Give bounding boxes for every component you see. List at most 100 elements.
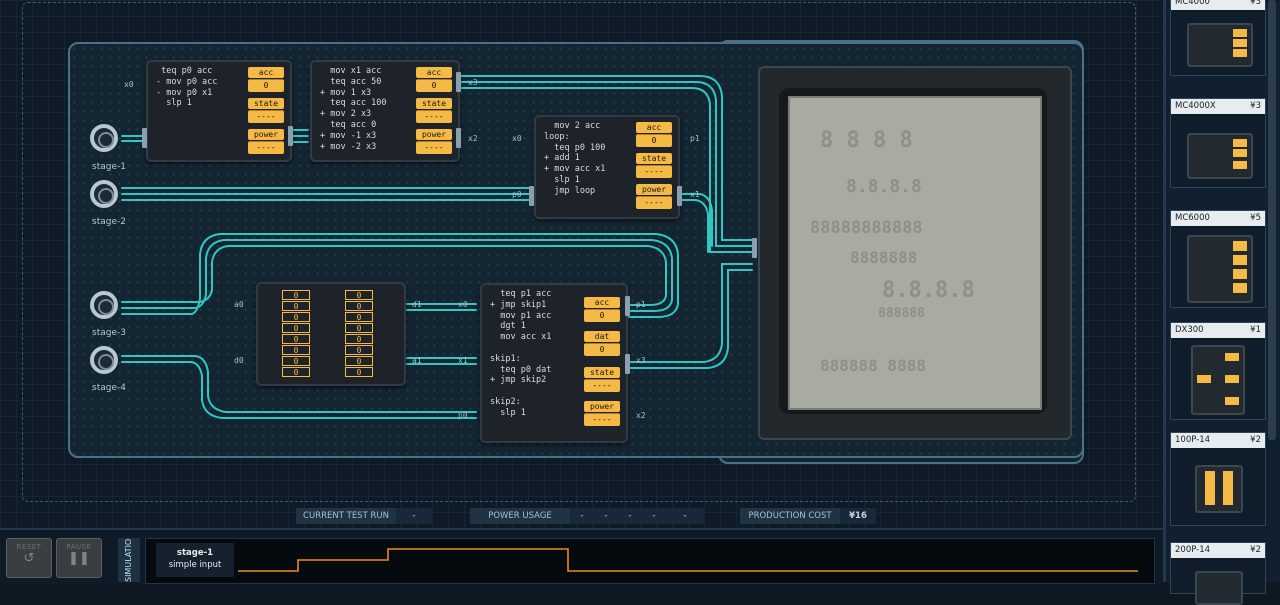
chip-c-pin-x1: x1 (690, 190, 700, 199)
shop-item-mc6000[interactable]: MC6000¥5 (1170, 210, 1266, 308)
stage-1-label: stage-1 (92, 162, 126, 172)
shop-item-price: ¥2 (1250, 435, 1261, 445)
stage-3-input-port[interactable] (90, 291, 118, 319)
shop-item-name: 200P-14 (1175, 545, 1211, 555)
chip-d-pin-x2: x2 (636, 411, 646, 420)
chip-d-pin-x0: x0 (458, 300, 468, 309)
power-usage-value: - (618, 508, 642, 524)
power-usage-value: - (666, 508, 704, 524)
shop-item-name: MC6000 (1175, 213, 1210, 223)
shop-item-200p-14[interactable]: 200P-14 ¥2 (1170, 542, 1266, 605)
chip-a-pin-x0: x0 (124, 80, 134, 89)
sidebar-scrollbar[interactable] (1268, 0, 1276, 440)
shop-item-100p-14[interactable]: 100P-14 ¥2 (1170, 432, 1266, 526)
chip-c-acc-label: acc (636, 122, 672, 133)
reset-icon: ↺ (23, 551, 35, 566)
chip-c-pin-p1: p1 (690, 134, 700, 143)
simulation-tab[interactable]: SIMULATION (118, 538, 140, 582)
ram-100p-14-icon (1195, 465, 1243, 513)
lcd-segment-row: 8.8.8.8 (882, 278, 975, 303)
chip-c-power-label: power (636, 184, 672, 195)
chip-a-connector[interactable] (142, 128, 147, 148)
ram-chip[interactable] (256, 282, 406, 386)
chip-c-acc-value: 0 (636, 134, 672, 147)
microcontroller-c[interactable]: mov 2 acc loop: teq p0 100 + add 1 + mov… (534, 115, 680, 219)
chip-c-state-label: state (636, 153, 672, 164)
shop-item-header: MC4000X ¥3 (1171, 99, 1265, 114)
chip-c-connector-p0[interactable] (529, 186, 534, 206)
shop-item-name: MC4000X (1175, 101, 1216, 111)
ram-cell: 0 (345, 312, 373, 322)
shop-item-header: MC4000¥3 (1171, 0, 1265, 10)
lcd-segment-row: 8888888 (850, 248, 918, 267)
workbench-frame (22, 2, 1136, 502)
lcd-screen: 8 8 8 8 8.8.8.8 88888888888 8888888 8.8.… (788, 96, 1042, 410)
power-usage-value: - (594, 508, 618, 524)
chip-b-code[interactable]: mov x1 acc teq acc 50 + mov 1 x3 teq acc… (320, 66, 387, 152)
chip-b-state-label: state (416, 98, 452, 109)
microcontroller-a[interactable]: teq p0 acc - mov p0 acc - mov p0 x1 slp … (146, 60, 292, 162)
chip-d-connector-x3[interactable] (625, 354, 630, 374)
ram-cell: 0 (345, 345, 373, 355)
lcd-segment-row: 888888 8888 (820, 356, 926, 375)
chip-d-pin-x3: x3 (636, 356, 646, 365)
shop-item-dx300[interactable]: DX300¥1 (1170, 322, 1266, 420)
mc4000x-icon (1187, 133, 1253, 179)
shop-item-price: ¥3 (1250, 101, 1261, 111)
chip-d-code[interactable]: teq p1 acc + jmp skip1 mov p1 acc dgt 1 … (490, 289, 552, 418)
chip-b-acc-value: 0 (416, 79, 452, 92)
chip-a-state-value: ---- (248, 110, 284, 123)
shop-item-name: 100P-14 (1175, 435, 1211, 445)
chip-a-connector-right[interactable] (288, 126, 293, 146)
shop-item-mc4000[interactable]: MC4000¥3 (1170, 0, 1266, 76)
ram-cell: 0 (282, 345, 310, 355)
stage-1-input-port[interactable] (90, 124, 118, 152)
microcontroller-d[interactable]: teq p1 acc + jmp skip1 mov p1 acc dgt 1 … (480, 283, 628, 443)
chip-d-acc-value: 0 (584, 309, 620, 322)
chip-b-pin-x3: x3 (468, 78, 478, 87)
power-usage-label: POWER USAGE (470, 508, 570, 524)
chip-c-connector-x1[interactable] (677, 186, 682, 206)
ram-cell: 0 (345, 290, 373, 300)
chip-b-connector-x3[interactable] (456, 72, 461, 92)
stage-4-input-port[interactable] (90, 346, 118, 374)
shop-item-name: MC4000 (1175, 0, 1210, 7)
signal-timeline (145, 538, 1155, 584)
ram-cell: 0 (282, 334, 310, 344)
chip-b-acc-label: acc (416, 67, 452, 78)
ram-cell: 0 (282, 301, 310, 311)
shop-item-price: ¥2 (1250, 545, 1261, 555)
chip-d-connector-p1[interactable] (625, 296, 630, 316)
reset-button[interactable]: RESET ↺ (6, 538, 52, 578)
rom-200p-14-icon (1195, 571, 1243, 605)
ram-cell: 0 (282, 367, 310, 377)
chip-c-power-value: ---- (636, 196, 672, 209)
chip-c-pin-p0: p0 (512, 190, 522, 199)
chip-b-connector-x2[interactable] (456, 128, 461, 148)
shop-item-mc4000x[interactable]: MC4000X ¥3 (1170, 98, 1266, 188)
chip-d-state-label: state (584, 367, 620, 378)
lcd-segment-row: 888888 (878, 306, 925, 321)
shop-item-header: MC6000¥5 (1171, 211, 1265, 226)
microcontroller-b[interactable]: mov x1 acc teq acc 50 + mov 1 x3 teq acc… (310, 60, 460, 162)
pause-icon: ❚❚ (68, 551, 90, 566)
ram-pin-d1: d1 (412, 300, 422, 309)
mc6000-icon (1187, 235, 1253, 303)
pause-button[interactable]: PAUSE ❚❚ (56, 538, 102, 578)
ram-cell: 0 (345, 334, 373, 344)
chip-a-acc-value: 0 (248, 79, 284, 92)
lcd-segment-row: 8 8 8 8 (820, 128, 913, 153)
ram-cell: 0 (282, 356, 310, 366)
production-cost-label: PRODUCTION COST (740, 508, 840, 524)
chip-c-pin-x0: x0 (512, 134, 522, 143)
lcd-segment-row: 88888888888 (810, 218, 923, 238)
lcd-connector[interactable] (752, 238, 757, 258)
chip-d-power-value: ---- (584, 413, 620, 426)
chip-d-acc-label: acc (584, 297, 620, 308)
chip-a-power-value: ---- (248, 141, 284, 154)
chip-c-code[interactable]: mov 2 acc loop: teq p0 100 + add 1 + mov… (544, 121, 606, 196)
chip-a-code[interactable]: teq p0 acc - mov p0 acc - mov p0 x1 slp … (156, 66, 218, 109)
chip-d-power-label: power (584, 401, 620, 412)
stage-2-input-port[interactable] (90, 180, 118, 208)
current-test-run-label: CURRENT TEST RUN (296, 508, 396, 524)
